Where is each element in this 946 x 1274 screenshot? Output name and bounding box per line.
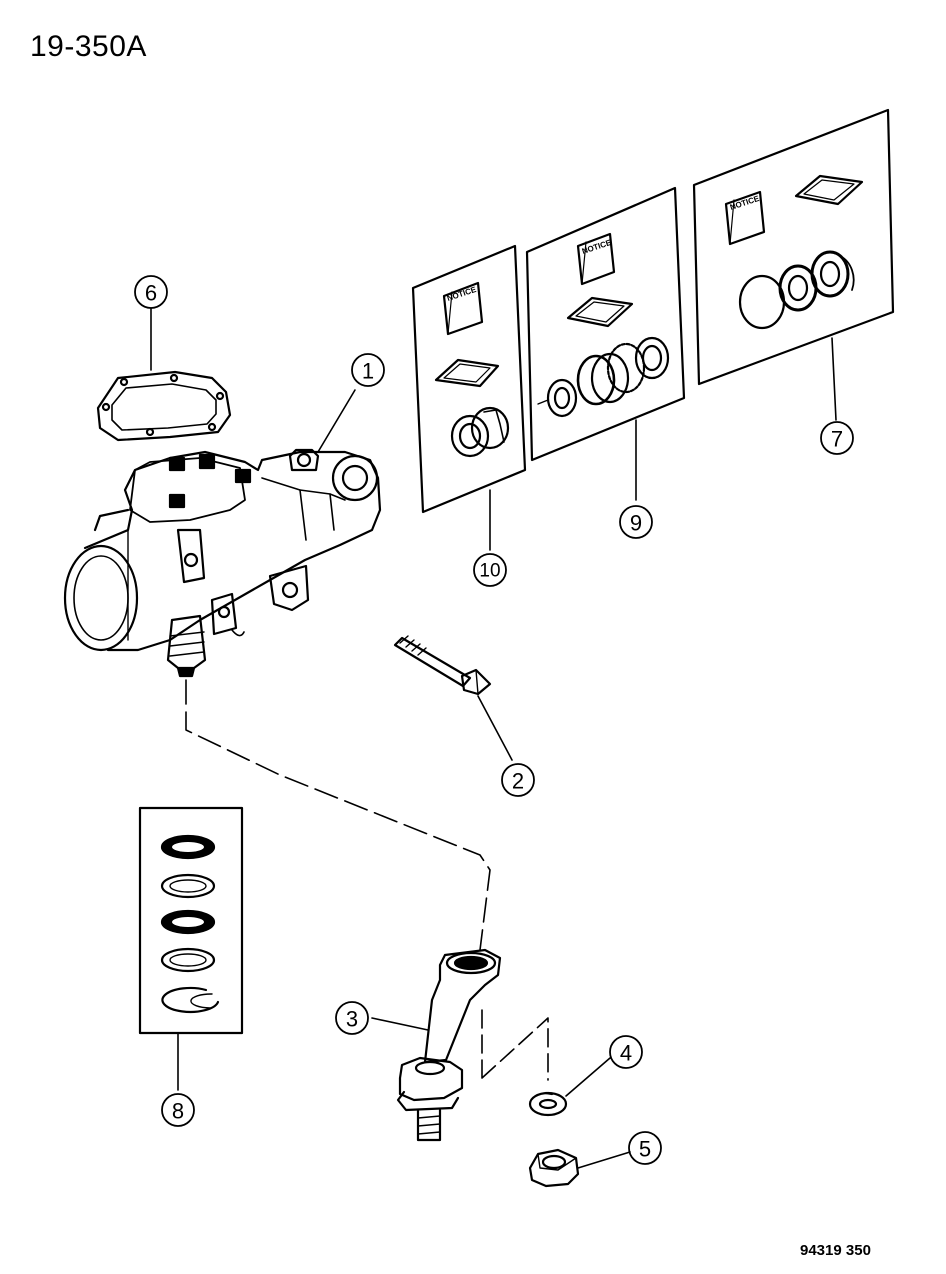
notice-label-kit-9: NOTICE <box>581 238 613 256</box>
mounting-bolt-part <box>393 635 492 696</box>
callout-6: 6 <box>145 281 157 306</box>
callout-5: 5 <box>639 1137 651 1162</box>
callout-circle-4 <box>609 1035 643 1069</box>
pitman-arm-part <box>396 948 502 1142</box>
diagram-code: 19-350A <box>30 30 147 63</box>
drawing-number: 94319 350 <box>800 1242 871 1259</box>
lock-washer-part <box>528 1091 568 1117</box>
seal-kit-card <box>138 806 244 1035</box>
callout-10: 10 <box>479 561 500 582</box>
callout-circle-1 <box>351 353 385 387</box>
callout-1: 1 <box>362 359 374 384</box>
kit-card-7 <box>692 108 895 386</box>
callout-circle-6 <box>134 275 168 309</box>
callout-3: 3 <box>346 1007 358 1032</box>
cover-gasket-part <box>96 370 232 442</box>
callout-circle-10 <box>473 553 507 587</box>
callout-8: 8 <box>172 1099 184 1124</box>
kit-card-10 <box>411 244 527 514</box>
notice-label-kit-10: NOTICE <box>446 285 478 303</box>
steering-gear-housing <box>63 448 382 678</box>
callout-circle-7 <box>820 421 854 455</box>
callout-circle-9 <box>619 505 653 539</box>
callout-circle-3 <box>335 1001 369 1035</box>
callout-4: 4 <box>620 1041 632 1066</box>
kit-card-9 <box>525 186 686 462</box>
callout-9: 9 <box>630 511 642 536</box>
callout-2: 2 <box>512 769 524 794</box>
callout-circle-5 <box>628 1131 662 1165</box>
callout-circle-8 <box>161 1093 195 1127</box>
nut-part <box>528 1148 580 1188</box>
callout-7: 7 <box>831 427 843 452</box>
callout-circle-2 <box>501 763 535 797</box>
